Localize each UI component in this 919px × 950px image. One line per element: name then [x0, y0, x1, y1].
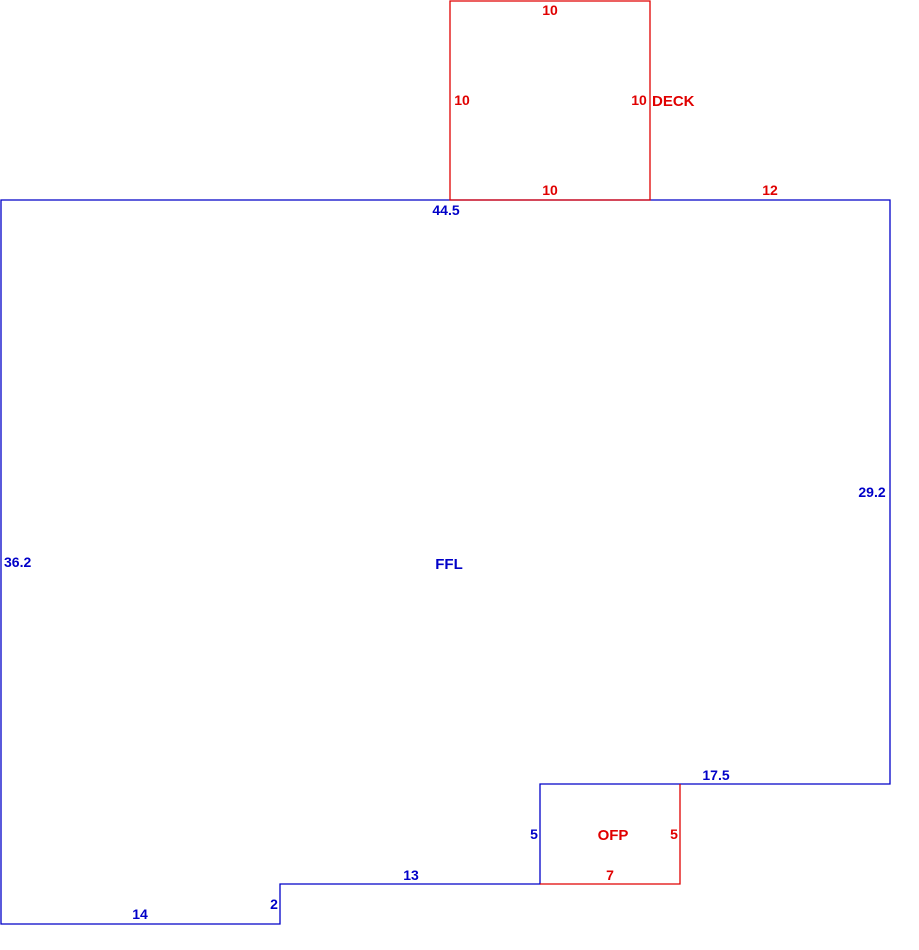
ffl-dim-top-right: 12 [762, 182, 778, 198]
ffl-dim-step: 2 [270, 896, 278, 912]
ofp-dim-bottom: 7 [606, 867, 614, 883]
ffl-label: FFL [435, 556, 463, 573]
ofp-outline [540, 784, 681, 885]
ffl-dim-top: 44.5 [432, 202, 459, 218]
ffl-dim-right: 29.2 [858, 484, 885, 500]
deck-dim-left: 10 [454, 92, 470, 108]
ffl-dim-right-step: 17.5 [702, 767, 729, 783]
ffl-dim-bottom: 14 [132, 906, 148, 922]
ofp-label: OFP [598, 827, 629, 844]
ffl-dim-mid-bottom: 13 [403, 867, 419, 883]
deck-dim-bottom: 10 [542, 182, 558, 198]
deck-outline [449, 0, 651, 201]
ffl-dim-ofp-left: 5 [530, 826, 538, 842]
deck-dim-right: 10 [631, 92, 647, 108]
ffl-dim-left: 36.2 [4, 554, 31, 570]
deck-label: DECK [652, 93, 695, 110]
ofp-dim-right: 5 [670, 826, 678, 842]
deck-dim-top: 10 [542, 2, 558, 18]
